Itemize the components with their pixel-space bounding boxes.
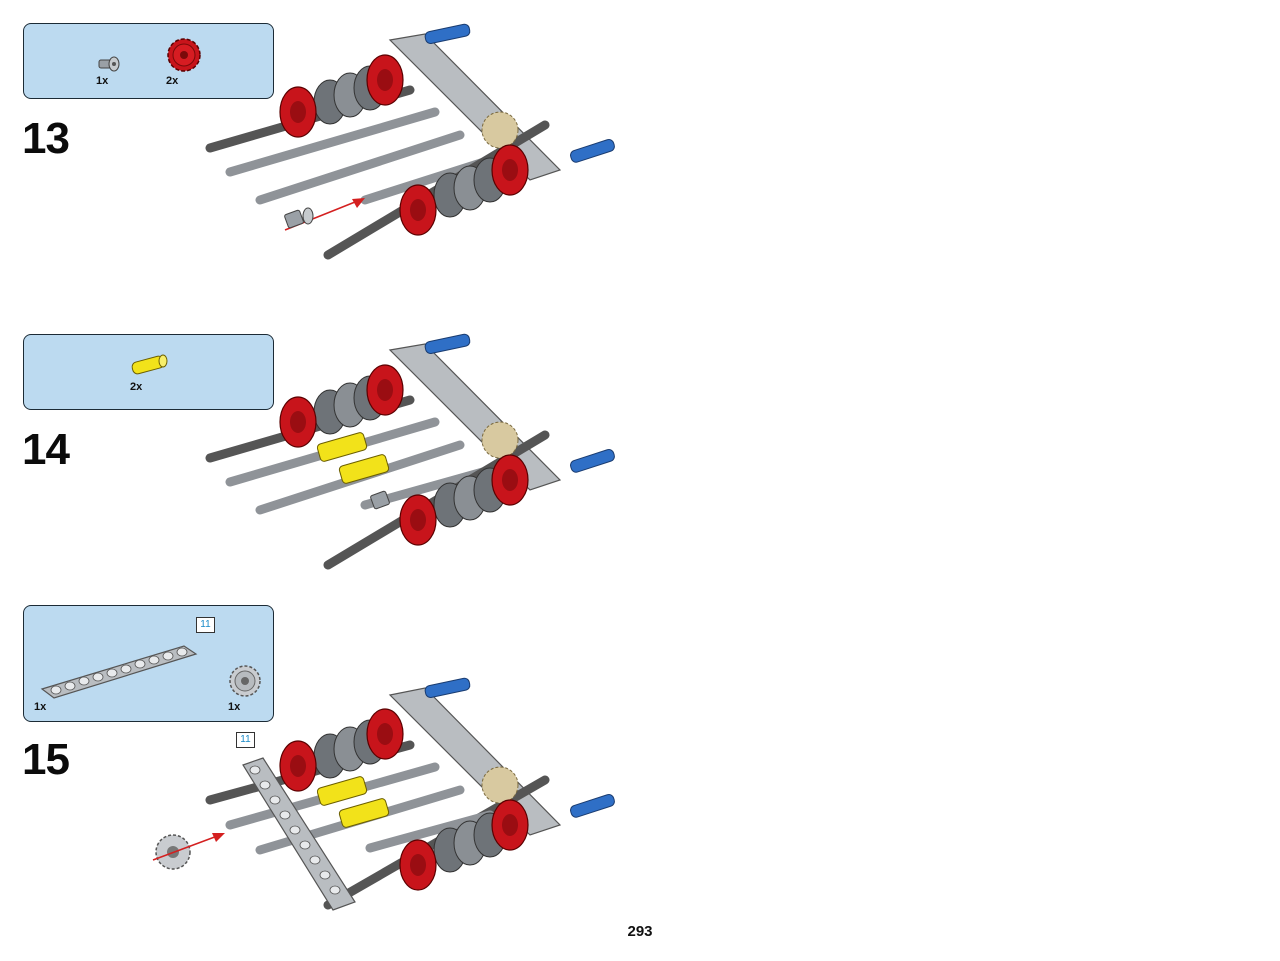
part-qty: 1x xyxy=(34,701,47,713)
step-number: 15 xyxy=(22,735,70,784)
yellow-connector-part-icon xyxy=(131,354,168,375)
step-number: 13 xyxy=(22,114,70,163)
page-number: 293 xyxy=(627,923,653,940)
part-qty: 2x xyxy=(166,75,179,87)
part-qty: 1x xyxy=(228,701,241,713)
gray-gear-part-icon xyxy=(229,665,261,697)
part-qty: 2x xyxy=(130,381,143,393)
parts-list-box: 11 1x 1x xyxy=(23,605,274,722)
bush-part-icon xyxy=(98,56,120,72)
step-15: 11 1x 1x 15 11 xyxy=(0,590,640,920)
parts-list-box: 2x xyxy=(23,334,274,410)
parts-list-box: 1x 2x xyxy=(23,23,274,99)
beam-length-callout: 11 xyxy=(196,617,215,633)
step-14: 2x 14 xyxy=(0,300,640,600)
beam-length-callout: 11 xyxy=(236,732,255,748)
gray-beam-part-icon xyxy=(40,645,198,699)
red-gear-part-icon xyxy=(167,38,201,72)
part-qty: 1x xyxy=(96,75,109,87)
assembly-illustration xyxy=(205,333,615,570)
step-number: 14 xyxy=(22,425,70,474)
assembly-illustration xyxy=(152,677,615,911)
step-13: 1x 2x 13 xyxy=(0,0,640,300)
assembly-illustration xyxy=(205,23,615,260)
